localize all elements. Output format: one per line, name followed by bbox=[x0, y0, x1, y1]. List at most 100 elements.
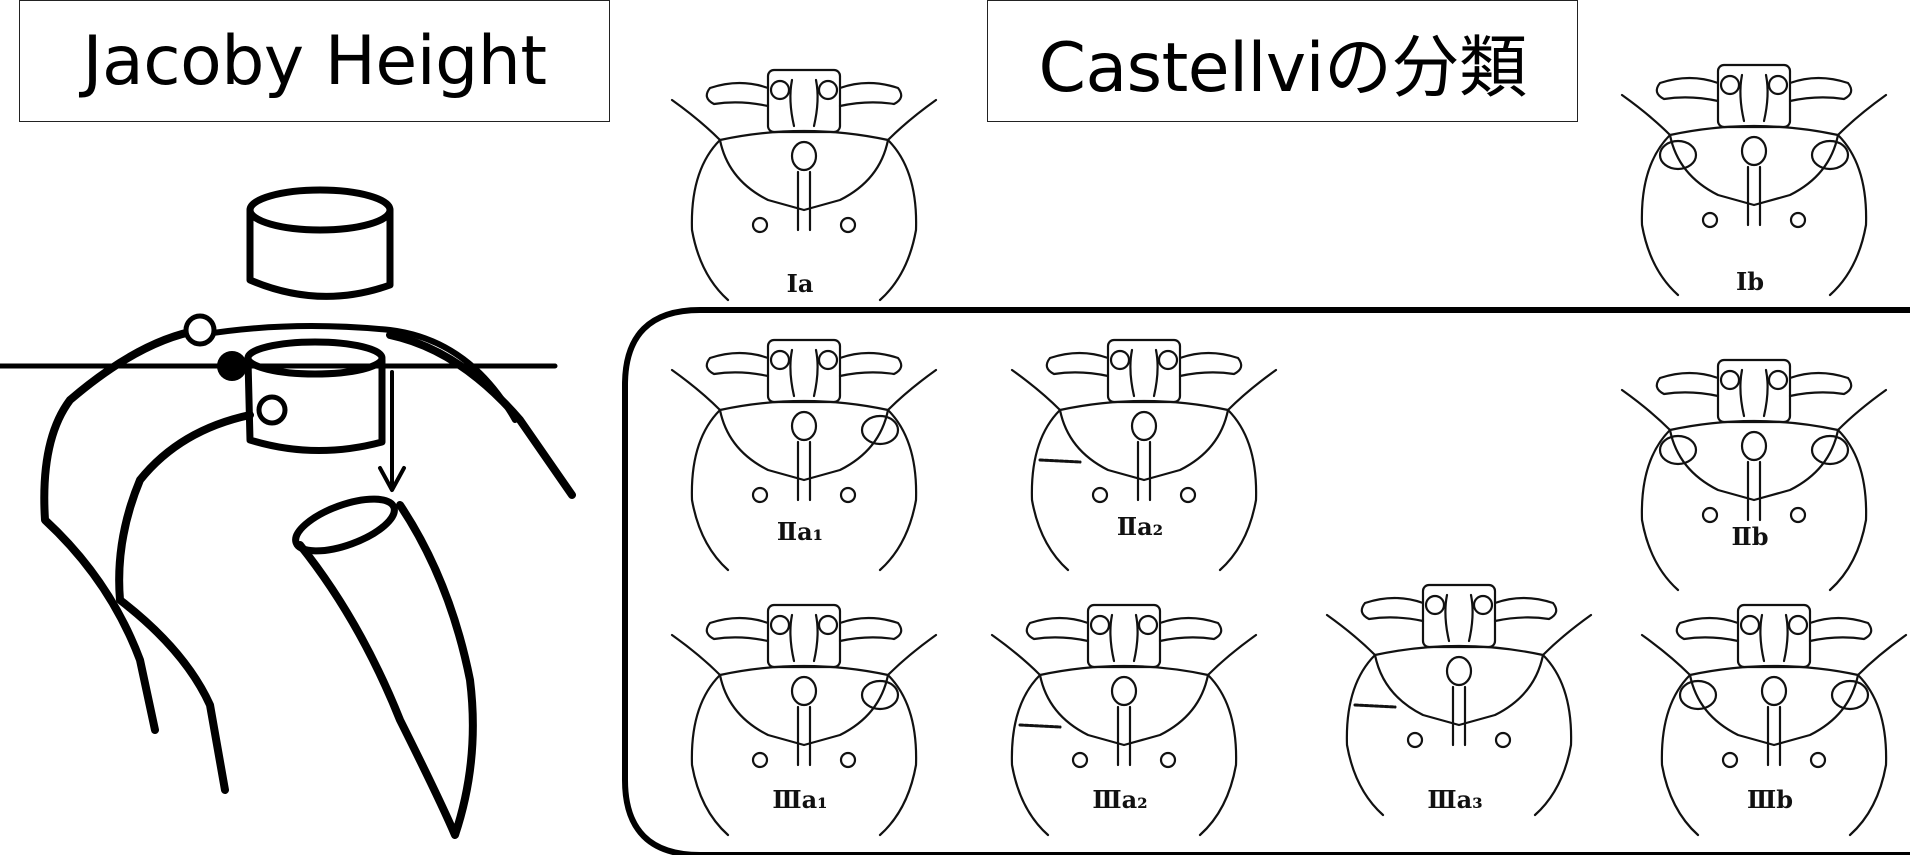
vertebral-body bbox=[1718, 65, 1790, 127]
vertebral-body bbox=[768, 340, 840, 402]
right-enlarged-process bbox=[1832, 681, 1868, 709]
sacral-tubercle bbox=[1762, 677, 1786, 705]
left-transverse-process bbox=[1362, 598, 1423, 621]
left-sacral-foramen bbox=[1408, 733, 1422, 747]
right-sacral-foramen bbox=[841, 753, 855, 767]
left-transverse-process bbox=[1677, 618, 1738, 641]
pseudo-articulation-line bbox=[1040, 460, 1080, 462]
left-sacral-foramen bbox=[753, 218, 767, 232]
right-iliac-wing bbox=[880, 140, 916, 300]
right-crest-line bbox=[1838, 95, 1886, 135]
vertebral-body bbox=[1738, 605, 1810, 667]
castellvi-label-IIIb: Ⅲb bbox=[1747, 785, 1793, 814]
right-enlarged-process bbox=[1812, 436, 1848, 464]
left-facet bbox=[1091, 616, 1109, 634]
right-facet bbox=[819, 616, 837, 634]
left-crest-line bbox=[992, 635, 1040, 675]
castellvi-label-Ib: Ⅰb bbox=[1736, 267, 1764, 296]
spinous-process bbox=[1740, 75, 1767, 121]
right-sacral-foramen bbox=[1161, 753, 1175, 767]
right-transverse-process bbox=[840, 353, 901, 376]
median-crest bbox=[1748, 462, 1760, 520]
median-crest bbox=[798, 442, 810, 500]
right-crest-line bbox=[1858, 635, 1906, 675]
left-iliac-wing bbox=[1012, 675, 1048, 835]
sacral-tubercle bbox=[1132, 412, 1156, 440]
right-transverse-process bbox=[1160, 618, 1221, 641]
left-enlarged-process bbox=[1660, 436, 1696, 464]
enlarged-transverse-process bbox=[862, 416, 898, 444]
castellvi-type-Ia bbox=[672, 70, 936, 300]
sacral-tubercle bbox=[1447, 657, 1471, 685]
left-crest-line bbox=[1622, 95, 1670, 135]
left-crest-line bbox=[1642, 635, 1690, 675]
left-facet bbox=[1741, 616, 1759, 634]
right-crest-line bbox=[888, 635, 936, 675]
right-sacral-foramen bbox=[841, 488, 855, 502]
right-transverse-process bbox=[1180, 353, 1241, 376]
right-transverse-process bbox=[1790, 78, 1851, 101]
left-facet bbox=[1721, 76, 1739, 94]
left-crest-line bbox=[1012, 370, 1060, 410]
right-crest-line bbox=[1208, 635, 1256, 675]
right-iliac-wing bbox=[1220, 410, 1256, 570]
sacral-tubercle bbox=[792, 412, 816, 440]
left-crest-line bbox=[672, 370, 720, 410]
right-facet bbox=[819, 81, 837, 99]
right-facet bbox=[819, 351, 837, 369]
spinous-process bbox=[1740, 370, 1767, 416]
right-crest-line bbox=[888, 370, 936, 410]
right-sacral-foramen bbox=[1811, 753, 1825, 767]
spinous-process bbox=[790, 615, 817, 661]
castellvi-label-IIIa3: Ⅲa₃ bbox=[1427, 785, 1482, 814]
spinous-process bbox=[1130, 350, 1157, 396]
pseudo-articulation-line bbox=[1020, 725, 1060, 727]
right-sacral-foramen bbox=[1181, 488, 1195, 502]
castellvi-label-IIa1: Ⅱa₁ bbox=[777, 517, 823, 546]
left-crest-line bbox=[1327, 615, 1375, 655]
left-sacral-foramen bbox=[1703, 213, 1717, 227]
right-sacral-foramen bbox=[1496, 733, 1510, 747]
left-enlarged-process bbox=[1680, 681, 1716, 709]
spinous-process bbox=[1760, 615, 1787, 661]
vertebral-body bbox=[1423, 585, 1495, 647]
median-crest bbox=[798, 707, 810, 765]
right-facet bbox=[1474, 596, 1492, 614]
sacral-tubercle bbox=[1742, 137, 1766, 165]
right-crest-line bbox=[1228, 370, 1276, 410]
right-facet bbox=[1159, 351, 1177, 369]
sacral-tubercle bbox=[1112, 677, 1136, 705]
right-facet bbox=[1789, 616, 1807, 634]
vertebral-body bbox=[768, 605, 840, 667]
spinous-process bbox=[1110, 615, 1137, 661]
right-crest-line bbox=[1543, 615, 1591, 655]
right-sacral-foramen bbox=[841, 218, 855, 232]
left-sacral-foramen bbox=[1703, 508, 1717, 522]
right-transverse-process bbox=[840, 618, 901, 641]
left-facet bbox=[1721, 371, 1739, 389]
left-facet bbox=[771, 351, 789, 369]
left-transverse-process bbox=[1657, 78, 1718, 101]
castellvi-label-IIIa2: Ⅲa₂ bbox=[1092, 785, 1147, 814]
enlarged-transverse-process bbox=[862, 681, 898, 709]
left-iliac-wing bbox=[1347, 655, 1383, 815]
right-enlarged-process bbox=[1812, 141, 1848, 169]
median-crest bbox=[1138, 442, 1150, 500]
left-transverse-process bbox=[707, 83, 768, 106]
right-transverse-process bbox=[1810, 618, 1871, 641]
left-enlarged-process bbox=[1660, 141, 1696, 169]
pseudo-articulation-line bbox=[1355, 705, 1395, 707]
left-transverse-process bbox=[707, 353, 768, 376]
sacral-tubercle bbox=[792, 142, 816, 170]
right-iliac-wing bbox=[1200, 675, 1236, 835]
right-transverse-process bbox=[1790, 373, 1851, 396]
left-facet bbox=[771, 616, 789, 634]
left-crest-line bbox=[672, 100, 720, 140]
left-iliac-wing bbox=[1032, 410, 1068, 570]
right-iliac-wing bbox=[1535, 655, 1571, 815]
right-sacral-foramen bbox=[1791, 508, 1805, 522]
right-facet bbox=[1139, 616, 1157, 634]
castellvi-label-Ia: Ⅰa bbox=[787, 269, 814, 298]
median-crest bbox=[1748, 167, 1760, 225]
vertebral-body bbox=[1108, 340, 1180, 402]
